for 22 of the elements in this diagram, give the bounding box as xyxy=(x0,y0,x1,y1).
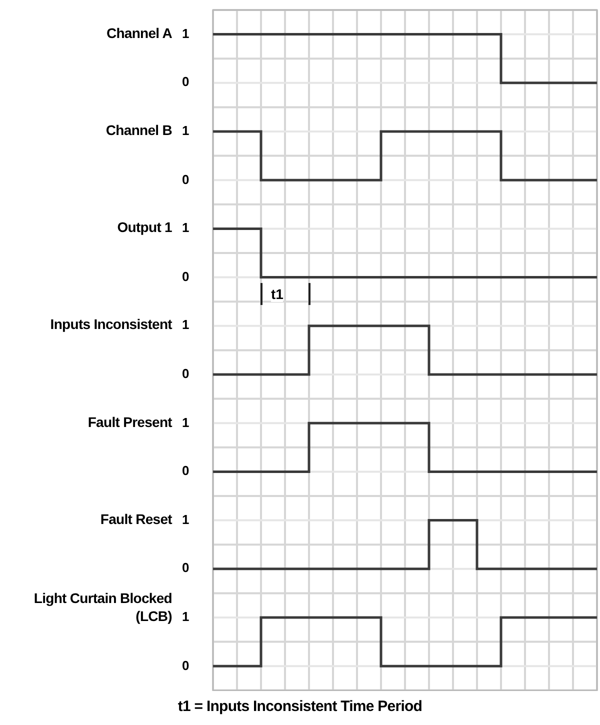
level-label: 0 xyxy=(182,366,190,382)
level-label: 1 xyxy=(182,512,190,528)
level-label: 0 xyxy=(182,74,190,90)
level-label: 1 xyxy=(182,317,190,334)
signal-name: Light Curtain Blocked (LCB) xyxy=(32,588,172,625)
signal-name: Fault Present xyxy=(88,412,172,431)
level-label: 0 xyxy=(182,560,190,576)
signal-name: Output 1 xyxy=(117,218,172,236)
level-label: 1 xyxy=(182,414,190,431)
level-label: 1 xyxy=(182,220,190,236)
level-label: 0 xyxy=(182,268,190,285)
level-label: 1 xyxy=(182,26,190,42)
signal-name: Channel A xyxy=(106,24,172,42)
level-label: 1 xyxy=(182,609,190,625)
signal-name: Inputs Inconsistent xyxy=(50,315,172,334)
signal-name: Channel B xyxy=(106,120,172,139)
level-label: 0 xyxy=(182,658,190,674)
level-label: 1 xyxy=(182,123,190,139)
caption: t1 = Inputs Inconsistent Time Period xyxy=(176,697,424,717)
level-label: 0 xyxy=(182,463,190,480)
signal-name: Fault Reset xyxy=(100,510,172,528)
level-label: 0 xyxy=(182,172,190,188)
